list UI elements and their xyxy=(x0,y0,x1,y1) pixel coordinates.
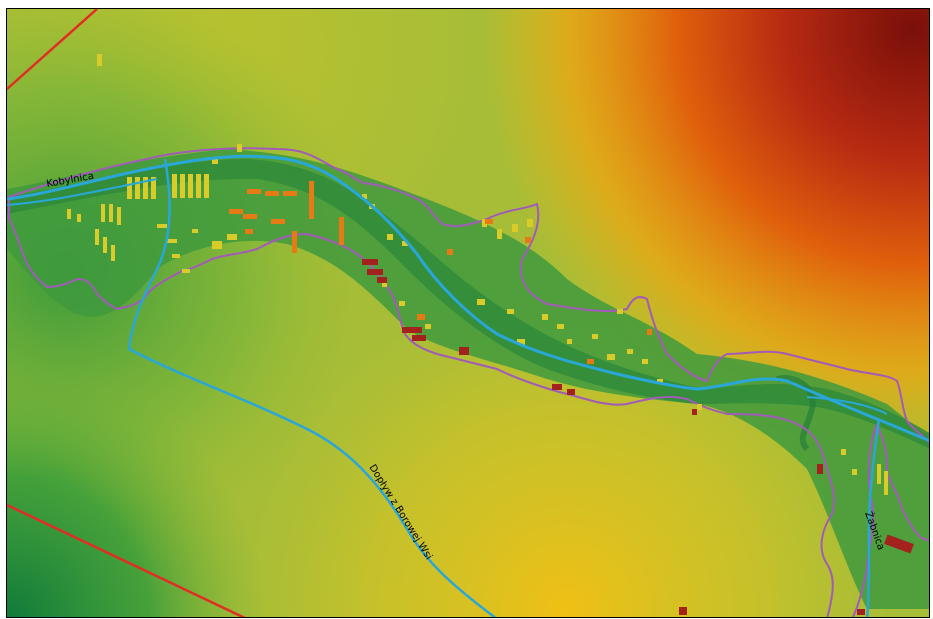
valley-channel xyxy=(7,159,929,449)
buildings-high-risk xyxy=(362,259,914,615)
flood-zone-boundary xyxy=(8,147,929,617)
oxbow xyxy=(776,375,816,452)
map-canvas[interactable]: Kobylnica Dopływ z Borowej Wsi Żabnica xyxy=(6,8,930,618)
buildings-medium-risk xyxy=(229,181,652,364)
river-east-branch xyxy=(806,396,888,415)
admin-boundary-sw xyxy=(7,503,246,617)
river-doplyw xyxy=(127,158,497,617)
buildings-low-risk xyxy=(67,54,888,495)
river-kobylnica xyxy=(7,154,929,442)
admin-boundary-nw xyxy=(7,9,98,90)
river-kobylnica-side xyxy=(7,178,158,206)
river-zabnica xyxy=(865,418,881,617)
elevation-map: Kobylnica Dopływ z Borowej Wsi Żabnica xyxy=(7,9,929,617)
